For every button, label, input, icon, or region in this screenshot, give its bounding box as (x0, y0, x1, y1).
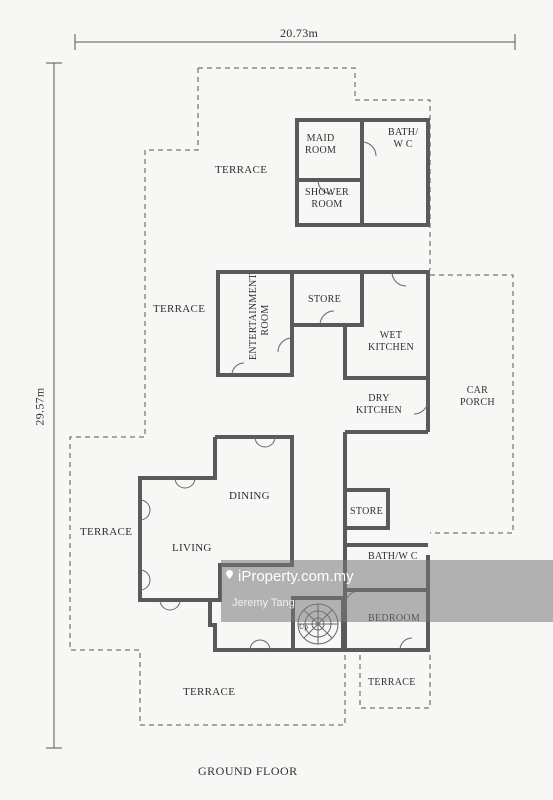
watermark-banner (221, 560, 553, 622)
terrace-bottom-label: TERRACE (183, 686, 236, 698)
terrace-top-label: TERRACE (215, 164, 268, 176)
floor-title: GROUND FLOOR (198, 764, 298, 778)
store-upper-label: STORE (308, 294, 341, 305)
maid-room-label: MAID ROOM (305, 133, 337, 156)
car-porch-outline (430, 274, 514, 534)
watermark-brand: iProperty.com.my (238, 568, 354, 585)
bath-top-label: BATH/ W C (388, 127, 419, 150)
height-dimension-label: 29.57m (32, 387, 47, 426)
living-label: LIVING (172, 542, 212, 554)
entertainment-walls (216, 270, 294, 377)
wet-kitchen-label: WET KITCHEN (368, 330, 414, 353)
terrace-left-upper-label: TERRACE (153, 303, 206, 315)
door-arc (361, 141, 377, 157)
width-dimension-label: 20.73m (280, 26, 319, 40)
terrace-bottom-right-label: TERRACE (368, 677, 416, 688)
dry-kitchen-label: DRY KITCHEN (356, 393, 402, 416)
dining-label: DINING (229, 490, 270, 502)
terrace-outline-upper (198, 67, 431, 270)
car-porch-label: CAR PORCH (460, 385, 495, 408)
stair-up-label: Up (299, 623, 309, 631)
bath-lower-label: BATH/W C (368, 551, 418, 562)
terrace-left-label: TERRACE (80, 526, 133, 538)
entertainment-room-label: ENTERTAINMENT ROOM (248, 273, 271, 360)
store-lower-label: STORE (350, 506, 383, 517)
shower-room-label: SHOWER ROOM (305, 187, 350, 210)
location-pin-icon (226, 570, 233, 579)
watermark-agent: Jeremy Tang (232, 597, 295, 609)
